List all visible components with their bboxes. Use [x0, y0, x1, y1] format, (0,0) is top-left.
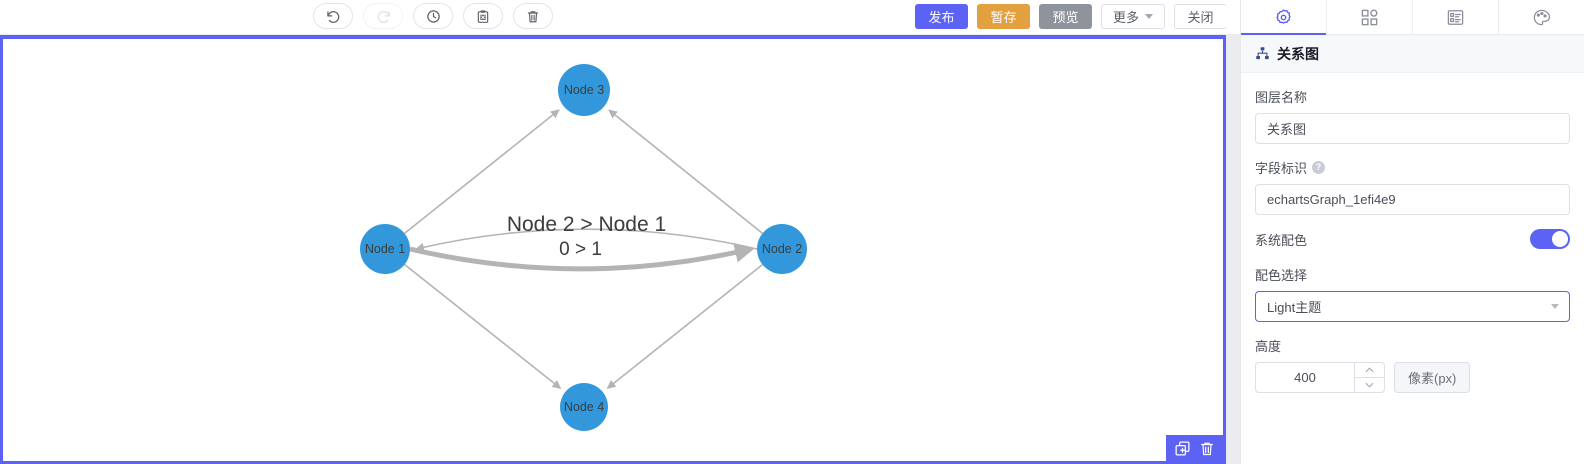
graph-edge[interactable] [415, 228, 758, 252]
properties-panel: 关系图 图层名称 字段标识 ? 系统配色 配色选择 [1240, 0, 1584, 464]
graph-edge-label: Node 2 > Node 1 [507, 213, 666, 236]
field-height: 高度 400 像素(px) [1255, 336, 1570, 393]
graph-node-label: Node 4 [564, 400, 604, 414]
graph-nodes: Node 1 Node 2 Node 3 Node 4 [360, 64, 807, 431]
graph-node-label: Node 3 [564, 83, 604, 97]
canvas-right-gutter [1226, 35, 1240, 464]
graph-edge[interactable] [409, 242, 755, 272]
preview-button[interactable]: 预览 [1038, 4, 1092, 29]
graph-node[interactable]: Node 3 [558, 64, 610, 116]
height-unit-button[interactable]: 像素(px) [1394, 362, 1471, 393]
graph-node[interactable]: Node 2 [757, 224, 807, 274]
graph-node-circle[interactable] [560, 383, 608, 431]
stepper-down-button[interactable] [1355, 378, 1384, 392]
chevron-up-icon [1365, 367, 1374, 373]
undo-button[interactable] [313, 3, 353, 29]
panel-title: 关系图 [1277, 45, 1319, 62]
relationship-graph[interactable]: Node 1 Node 2 Node 3 Node 4 0 > 1 Node 2 > No… [3, 39, 1223, 461]
field-system-color: 系统配色 [1255, 229, 1570, 249]
history-button[interactable] [413, 3, 453, 29]
chevron-down-icon [1365, 382, 1374, 388]
height-label: 高度 [1255, 339, 1282, 354]
clipboard-clear-icon [477, 9, 489, 23]
gear-icon [1276, 8, 1291, 24]
tab-layers[interactable] [1413, 0, 1499, 34]
graph-edge[interactable] [404, 263, 562, 389]
stepper-up-button[interactable] [1355, 363, 1384, 378]
field-layer-name: 图层名称 [1255, 87, 1570, 144]
sitemap-icon [1256, 47, 1269, 60]
graph-edge[interactable] [404, 109, 560, 235]
graph-edge[interactable] [608, 109, 764, 234]
action-tool-group: 发布 暂存 预览 更多 关闭 [914, 4, 1227, 29]
trash-icon[interactable] [1199, 440, 1215, 457]
redo-button[interactable] [363, 3, 403, 29]
grid-icon [1361, 9, 1378, 25]
chevron-down-icon [1551, 304, 1559, 309]
close-button[interactable]: 关闭 [1174, 4, 1227, 29]
field-id-label-text: 字段标识 [1255, 161, 1308, 176]
undo-icon [326, 10, 339, 23]
history-tool-group [313, 3, 553, 29]
height-controls: 400 像素(px) [1255, 362, 1570, 393]
field-id-label: 字段标识 ? [1255, 158, 1570, 177]
graph-node-circle[interactable] [757, 224, 807, 274]
system-color-label: 系统配色 [1255, 232, 1308, 248]
list-icon [1447, 9, 1464, 25]
layer-name-label: 图层名称 [1255, 90, 1308, 105]
layer-name-input[interactable] [1255, 113, 1570, 144]
clear-button[interactable] [463, 3, 503, 29]
clock-icon [426, 9, 440, 23]
field-id-input[interactable] [1255, 184, 1570, 215]
more-button[interactable]: 更多 [1100, 4, 1165, 29]
panel-header: 关系图 [1241, 35, 1584, 73]
graph-node[interactable]: Node 1 [360, 224, 410, 274]
canvas-selected-widget[interactable]: Node 1 Node 2 Node 3 Node 4 0 > 1 Node 2 > No… [0, 35, 1226, 464]
field-color-scheme: 配色选择 Light主题 [1255, 265, 1570, 322]
field-field-id: 字段标识 ? [1255, 158, 1570, 215]
editor-area: 发布 暂存 预览 更多 关闭 Node 1 Node 2 Node 3 Node 4 0… [0, 0, 1240, 464]
height-stepper[interactable]: 400 [1255, 362, 1385, 393]
chevron-down-icon [1145, 14, 1153, 19]
publish-button[interactable]: 发布 [914, 4, 968, 29]
color-scheme-select[interactable]: Light主题 [1255, 291, 1570, 322]
graph-node-circle[interactable] [558, 64, 610, 116]
trash-icon [527, 10, 539, 22]
help-icon[interactable]: ? [1312, 161, 1326, 174]
graph-edge[interactable] [606, 263, 763, 389]
graph-edges [404, 109, 764, 389]
panel-tab-bar [1241, 0, 1584, 35]
graph-edge-labels: 0 > 1 Node 2 > Node 1 [507, 213, 666, 260]
graph-edge-label: 0 > 1 [559, 239, 602, 260]
height-value[interactable]: 400 [1294, 370, 1316, 385]
toggle-knob [1552, 231, 1568, 247]
graph-node-label: Node 2 [762, 242, 802, 256]
top-toolbar: 发布 暂存 预览 更多 关闭 [0, 0, 1240, 35]
graph-node-circle[interactable] [360, 224, 410, 274]
toolbar-right-filler [1226, 0, 1240, 35]
color-scheme-value: Light主题 [1267, 300, 1322, 315]
system-color-toggle[interactable] [1530, 229, 1570, 249]
redo-icon [377, 10, 390, 23]
tab-components[interactable] [1327, 0, 1413, 34]
tab-settings[interactable] [1241, 0, 1327, 35]
copy-icon[interactable] [1174, 440, 1191, 457]
tab-theme[interactable] [1499, 0, 1584, 34]
graph-node-label: Node 1 [365, 242, 405, 256]
save-draft-button[interactable]: 暂存 [976, 4, 1030, 29]
more-button-label: 更多 [1112, 10, 1139, 25]
graph-node[interactable]: Node 4 [560, 383, 608, 431]
palette-icon [1533, 9, 1551, 25]
stepper-arrows [1354, 363, 1384, 392]
widget-action-bar [1166, 435, 1223, 461]
panel-form: 图层名称 字段标识 ? 系统配色 配色选择 Light主题 [1241, 73, 1584, 393]
color-scheme-label: 配色选择 [1255, 268, 1308, 283]
delete-button[interactable] [513, 3, 553, 29]
